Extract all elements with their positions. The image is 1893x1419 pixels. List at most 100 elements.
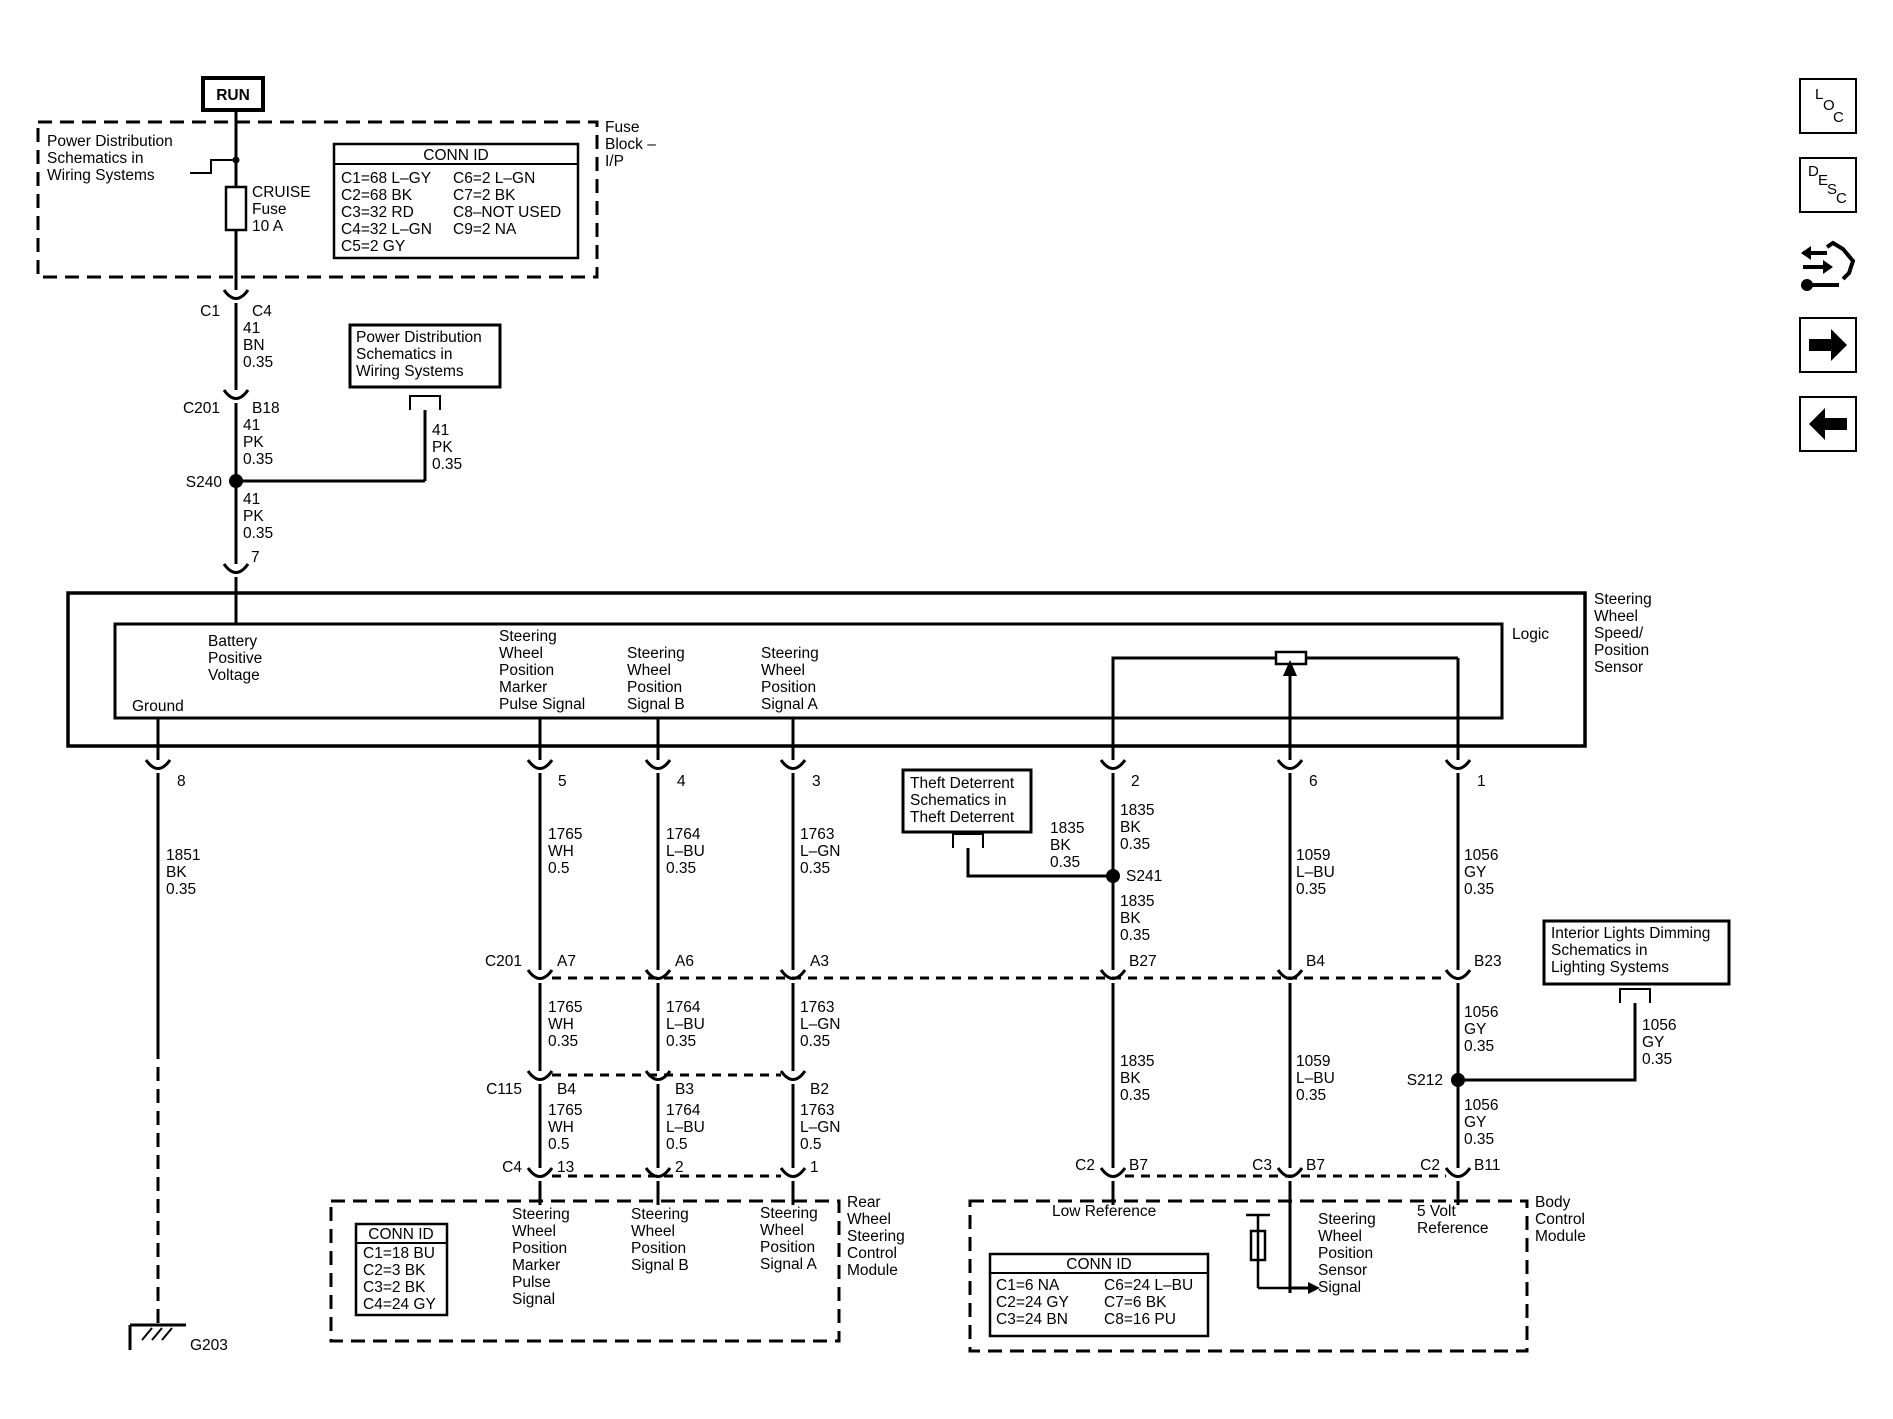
fuse-label-2: Fuse: [252, 201, 286, 218]
rwscm-marker-2: Wheel: [512, 1223, 556, 1240]
w1056c-2: GY: [1464, 1114, 1486, 1131]
wire-b18-1: 41: [243, 417, 260, 434]
splice-s212: [1451, 1073, 1465, 1087]
sig-b-4: Signal B: [627, 696, 685, 713]
w1056b-3: 0.35: [1464, 1038, 1494, 1055]
w1835td-3: 0.35: [1050, 854, 1080, 871]
w1059b-3: 0.35: [1296, 1087, 1326, 1104]
w1835c-2: BK: [1120, 1070, 1141, 1087]
pd-ref2-line-2: Schematics in: [356, 346, 452, 363]
wire-c4-3: 0.35: [243, 354, 273, 371]
conn-row-3b: C9=2 NA: [453, 221, 517, 238]
b27-label: B27: [1129, 953, 1157, 970]
desc-button[interactable]: D E S C: [1799, 157, 1857, 213]
wire-pd-3: 0.35: [432, 456, 462, 473]
c1-label: C1: [200, 303, 220, 320]
w1835c-3: 0.35: [1120, 1087, 1150, 1104]
w1056il-3: 0.35: [1642, 1051, 1672, 1068]
w1835a-3: 0.35: [1120, 836, 1150, 853]
rwscm-siga-2: Wheel: [760, 1222, 804, 1239]
w1056il-2: GY: [1642, 1034, 1664, 1051]
bcm-name-1: Body: [1535, 1194, 1571, 1211]
rwscm-siga-4: Signal A: [760, 1256, 818, 1273]
conn-row-0a: C1=68 L–GY: [341, 170, 431, 187]
sensor-name-4: Position: [1594, 642, 1649, 659]
rwscm-conn-3: C3=2 BK: [363, 1279, 426, 1296]
desc-letter-c: C: [1836, 190, 1847, 207]
bcm-conn-0a: C1=6 NA: [996, 1277, 1060, 1294]
fuse-label-3: 10 A: [252, 218, 284, 235]
bcm-name-2: Control: [1535, 1211, 1585, 1228]
rwscm-marker-5: Pulse: [512, 1274, 551, 1291]
rwscm-sigb-1: Steering: [631, 1206, 689, 1223]
pin-6: 6: [1309, 773, 1318, 790]
w1763b-3: 0.35: [800, 1033, 830, 1050]
splice-s240: [229, 474, 243, 488]
sig-b-2: Wheel: [627, 662, 671, 679]
fuse-block-label-2: Block –: [605, 136, 656, 153]
a7-label: A7: [557, 953, 576, 970]
w1835b-3: 0.35: [1120, 927, 1150, 944]
rwscm-conn-2: C2=3 BK: [363, 1262, 426, 1279]
w1765b-3: 0.35: [548, 1033, 578, 1050]
w1764b-3: 0.35: [666, 1033, 696, 1050]
battery-3: Voltage: [208, 667, 260, 684]
w1056b-1: 1056: [1464, 1004, 1498, 1021]
theft-2: Schematics in: [910, 792, 1006, 809]
theft-1: Theft Deterrent: [910, 775, 1015, 792]
w1851-1: 1851: [166, 847, 200, 864]
previous-page-button[interactable]: [1799, 396, 1857, 452]
pin-13: 13: [557, 1159, 574, 1176]
c4-row-label: C4: [502, 1159, 522, 1176]
w1835a-1: 1835: [1120, 802, 1154, 819]
desc-letter-e: E: [1818, 172, 1828, 189]
interior-2: Schematics in: [1551, 942, 1647, 959]
w1835c-1: 1835: [1120, 1053, 1154, 1070]
pin-1: 1: [1477, 773, 1486, 790]
fuse-conn-id-title: CONN ID: [423, 147, 488, 164]
rwscm-marker-3: Position: [512, 1240, 567, 1257]
sig-a-4: Signal A: [761, 696, 819, 713]
loc-button[interactable]: L O C: [1799, 78, 1857, 134]
b18-label: B18: [252, 400, 280, 417]
fuse-label-1: CRUISE: [252, 184, 311, 201]
conn-row-1a: C2=68 BK: [341, 187, 413, 204]
c115-label: C115: [486, 1081, 522, 1098]
interior-ref-box: [1542, 919, 1731, 986]
next-page-button[interactable]: [1799, 317, 1857, 373]
sig-b-1: Steering: [627, 645, 685, 662]
bcm-sws-1: Steering: [1318, 1211, 1376, 1228]
w1059a-1: 1059: [1296, 847, 1330, 864]
bcm-conn-1b: C7=6 BK: [1104, 1294, 1167, 1311]
sensor-outline: [66, 591, 1587, 748]
marker-2: Wheel: [499, 645, 543, 662]
rwscm-siga-3: Position: [760, 1239, 815, 1256]
w1056b-2: GY: [1464, 1021, 1486, 1038]
pin7-label: 7: [251, 549, 260, 566]
connector-tool-button[interactable]: [1799, 239, 1857, 297]
bcm-low-ref: Low Reference: [1052, 1203, 1156, 1220]
pin-2: 2: [1131, 773, 1140, 790]
w1764b-2: L–BU: [666, 1016, 705, 1033]
w1056a-2: GY: [1464, 864, 1486, 881]
w1763a-3: 0.35: [800, 860, 830, 877]
theft-3: Theft Deterrent: [910, 809, 1015, 826]
bcm-5v-1: 5 Volt: [1417, 1203, 1456, 1220]
w1835td-2: BK: [1050, 837, 1071, 854]
conn-row-1b: C7=2 BK: [453, 187, 516, 204]
c4-label: C4: [252, 303, 272, 320]
sig-a-3: Position: [761, 679, 816, 696]
pin-1-c4: 1: [810, 1159, 819, 1176]
w1763a-2: L–GN: [800, 843, 841, 860]
cruise-fuse-symbol: [224, 185, 248, 232]
pd-ref-line-1: Power Distribution: [47, 133, 173, 150]
w1763a-1: 1763: [800, 826, 834, 843]
w1835a-2: BK: [1120, 819, 1141, 836]
bcm-conn-title: CONN ID: [1066, 1256, 1131, 1273]
marker-1: Steering: [499, 628, 557, 645]
w1764c-3: 0.5: [666, 1136, 688, 1153]
w1765b-2: WH: [548, 1016, 574, 1033]
wire-pd-1: 41: [432, 422, 449, 439]
wire-c4-1: 41: [243, 320, 260, 337]
